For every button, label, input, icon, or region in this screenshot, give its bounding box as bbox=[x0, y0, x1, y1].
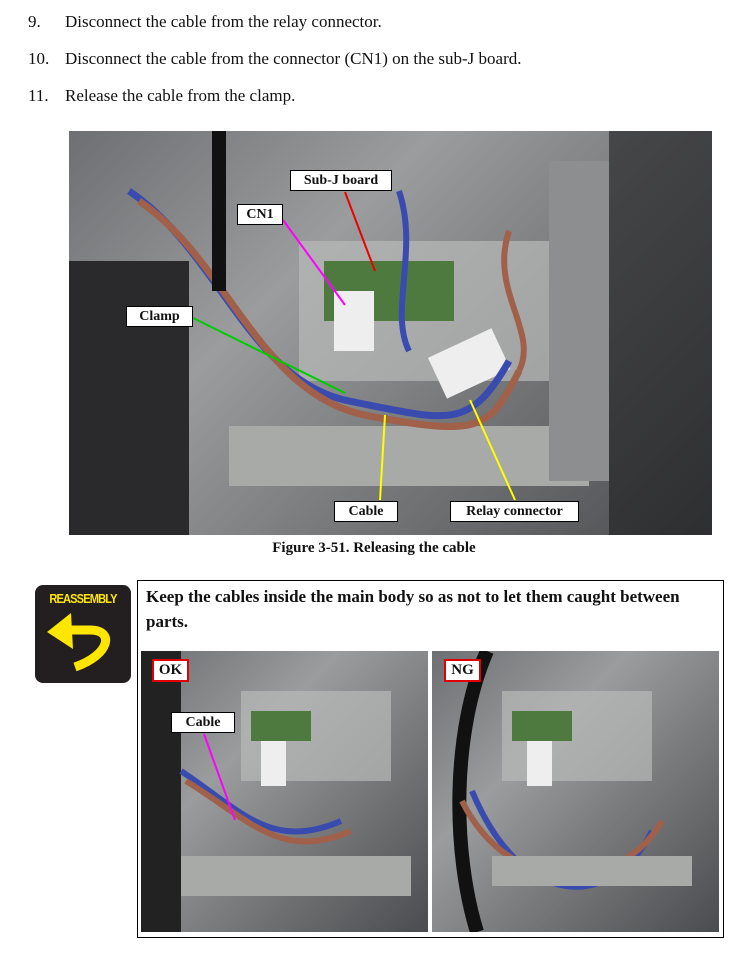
ng-photo: NG bbox=[432, 651, 719, 932]
reassembly-note-box: Keep the cables inside the main body so … bbox=[137, 580, 724, 938]
ok-photo: OK Cable bbox=[141, 651, 428, 932]
reassembly-icon-label: REASSEMBLY bbox=[49, 591, 117, 606]
figure-caption: Figure 3-51. Releasing the cable bbox=[272, 540, 476, 556]
step-text: Disconnect the cable from the connector … bbox=[65, 49, 522, 68]
ng-label: NG bbox=[444, 659, 481, 682]
label-clamp: Clamp bbox=[126, 306, 193, 327]
curved-arrow-icon bbox=[47, 613, 111, 672]
ok-label: OK bbox=[152, 659, 189, 682]
step-number: 10. bbox=[28, 49, 50, 68]
label-cn1: CN1 bbox=[237, 204, 283, 225]
reassembly-icon: REASSEMBLY bbox=[35, 585, 131, 683]
step-text: Disconnect the cable from the relay conn… bbox=[65, 12, 382, 31]
label-cable: Cable bbox=[334, 501, 398, 522]
label-cable-ok: Cable bbox=[171, 712, 235, 733]
step-number: 11. bbox=[28, 86, 49, 105]
reassembly-note: Keep the cables inside the main body so … bbox=[146, 587, 680, 631]
step-number: 9. bbox=[28, 12, 41, 31]
figure-photo: Sub-J board CN1 Clamp Cable Relay connec… bbox=[69, 131, 712, 535]
label-sub-j-board: Sub-J board bbox=[290, 170, 392, 191]
step-text: Release the cable from the clamp. bbox=[65, 86, 296, 105]
label-relay-connector: Relay connector bbox=[450, 501, 579, 522]
